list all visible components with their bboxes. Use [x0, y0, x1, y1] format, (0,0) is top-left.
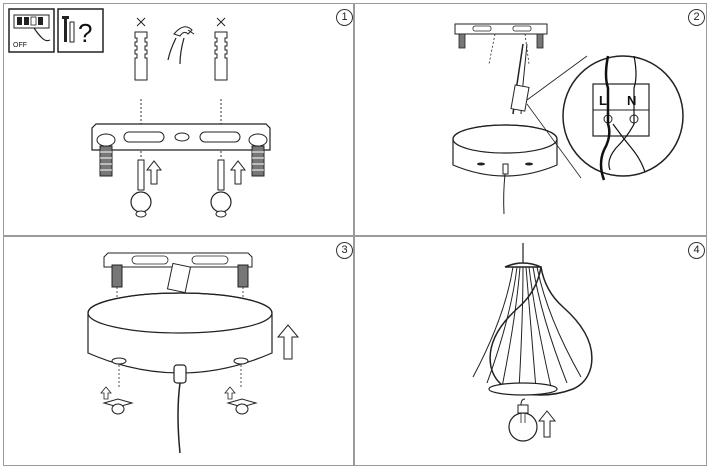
step-2-panel: 2 — [354, 3, 707, 236]
threaded-bolt-left — [99, 145, 113, 177]
breaker-off-icon: OFF — [8, 8, 55, 53]
step-3-illustration — [87, 252, 300, 454]
no-drill-right-icon — [216, 17, 226, 27]
wiring-detail-magnifier: L N — [562, 55, 684, 181]
no-drill-left-icon — [136, 17, 146, 27]
step-1-panel: 1 OFF ? — [3, 3, 354, 236]
step-number-1: 1 — [336, 9, 353, 26]
step-3-panel: 3 — [3, 236, 354, 466]
threaded-bolt-right — [251, 145, 265, 177]
ceiling-canopy — [452, 124, 558, 215]
up-arrow-icon — [100, 324, 300, 400]
ceiling-canopy-large — [87, 292, 273, 454]
step-1-illustration: OFF ? — [8, 8, 271, 218]
terminal-block — [510, 84, 530, 112]
neutral-wire-label: N — [627, 93, 636, 108]
light-bulb-icon — [508, 398, 538, 442]
mounting-bracket — [91, 123, 271, 151]
step-number-4: 4 — [688, 242, 705, 259]
off-label: OFF — [13, 42, 27, 49]
screw-icon — [130, 159, 232, 218]
question-mark: ? — [78, 18, 92, 48]
thumb-screw-right — [226, 398, 258, 415]
pliers-icon — [167, 26, 195, 65]
step-2-illustration: L N — [452, 23, 684, 215]
up-arrow-icon — [537, 410, 557, 438]
wall-plug-icon — [134, 31, 228, 81]
step-4-panel: 4 — [354, 236, 707, 466]
live-wire-label: L — [599, 93, 607, 108]
step-number-2: 2 — [688, 9, 705, 26]
pendant-shade-icon — [472, 262, 593, 396]
thumb-screw-left — [102, 398, 134, 415]
tools-question-icon: ? — [57, 8, 104, 53]
up-arrow-icon — [145, 160, 247, 185]
step-4-illustration — [472, 243, 593, 442]
step-number-3: 3 — [336, 242, 353, 259]
